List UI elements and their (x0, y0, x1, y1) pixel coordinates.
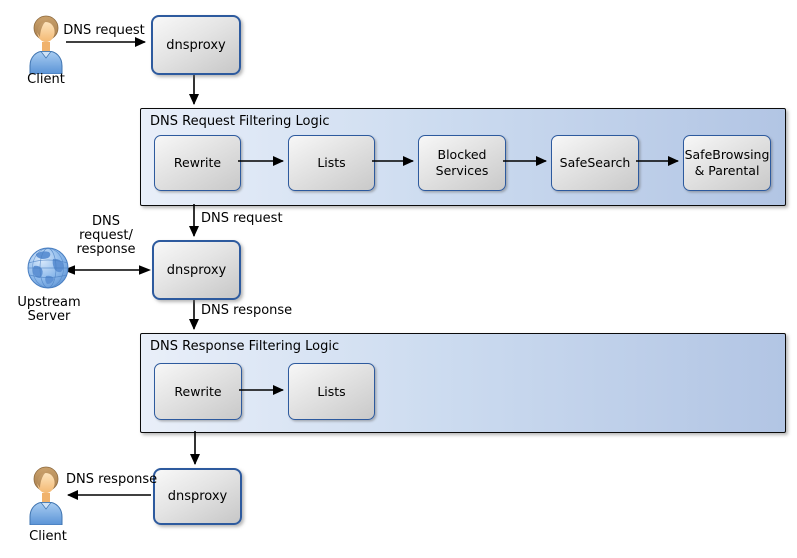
dnsproxy-node-bottom: dnsproxy (153, 468, 242, 525)
request-filtering-title: DNS Request Filtering Logic (150, 114, 330, 129)
upstream-server-label: Upstream Server (17, 295, 81, 325)
edge-label-dnsproxy-to-client: DNS response (66, 472, 158, 487)
edge-label-client-to-dnsproxy: DNS request (63, 23, 145, 38)
dnsproxy-bottom-label: dnsproxy (167, 489, 228, 504)
step-rewrite: Rewrite (154, 135, 241, 191)
step-lists-response: Lists (288, 363, 375, 420)
response-filtering-title: DNS Response Filtering Logic (150, 339, 340, 354)
upstream-server (26, 246, 70, 294)
client-top-label: Client (27, 72, 65, 87)
person-icon (29, 466, 63, 526)
dnsproxy-node-top: dnsproxy (151, 15, 241, 75)
step-safesearch: SafeSearch (551, 135, 639, 191)
person-icon (29, 15, 63, 75)
edge-label-upstream-exchange: DNS request/ response (76, 214, 136, 258)
step-rewrite-response-label: Rewrite (174, 383, 222, 399)
client-bottom (28, 465, 64, 529)
step-blocked-services: Blocked Services (418, 135, 506, 191)
step-blocked-services-label: Blocked Services (435, 147, 489, 178)
step-rewrite-label: Rewrite (173, 155, 222, 171)
step-lists-label: Lists (317, 155, 346, 171)
edge-label-filtering-to-dnsproxy: DNS request (201, 211, 283, 226)
arrowhead-to-dnsproxy-middle (139, 265, 151, 275)
step-rewrite-response: Rewrite (154, 363, 242, 420)
arrowhead-to-upstream (63, 265, 75, 275)
step-safesearch-label: SafeSearch (559, 155, 631, 171)
dnsproxy-top-label: dnsproxy (166, 37, 226, 53)
globe-icon (27, 247, 69, 289)
edge-label-dnsproxy-to-response-filtering: DNS response (201, 303, 293, 318)
dnsproxy-middle-label: dnsproxy (166, 262, 227, 278)
response-filtering-container: DNS Response Filtering Logic Rewrite Lis… (140, 333, 786, 433)
dnsproxy-node-middle: dnsproxy (152, 240, 241, 300)
client-top (28, 14, 64, 78)
step-lists: Lists (288, 135, 375, 191)
step-safebrowsing-parental-label: SafeBrowsing & Parental (684, 147, 770, 178)
step-lists-response-label: Lists (317, 383, 346, 399)
step-safebrowsing-parental: SafeBrowsing & Parental (683, 135, 771, 191)
client-bottom-label: Client (29, 529, 67, 544)
